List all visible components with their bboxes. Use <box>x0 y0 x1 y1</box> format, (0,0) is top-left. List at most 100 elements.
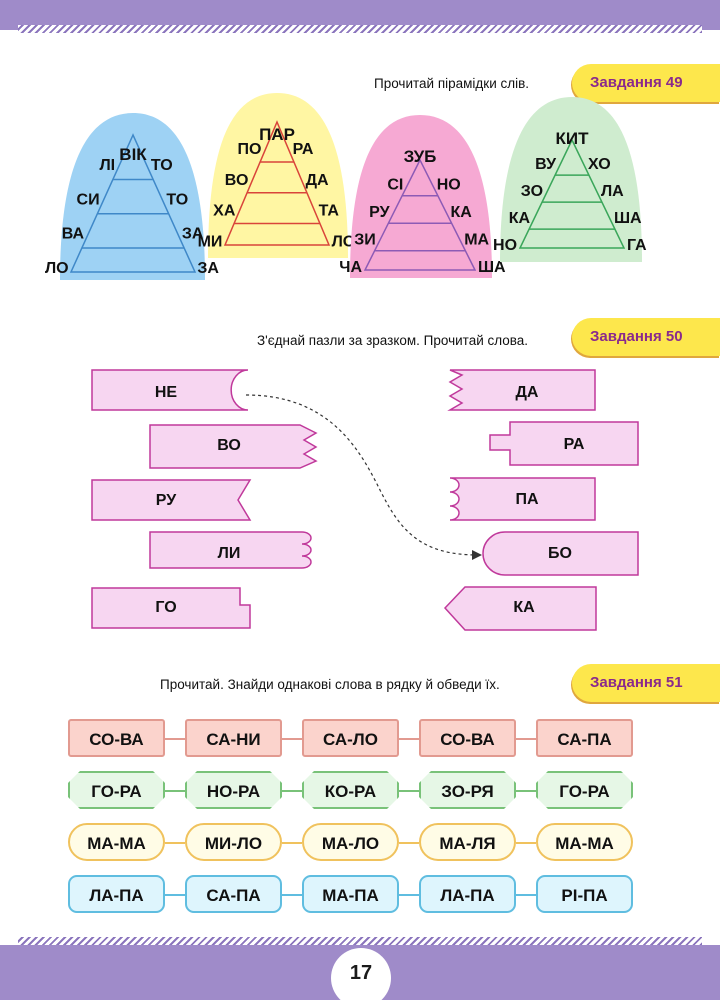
pyramid-4-triangle <box>518 138 626 249</box>
row-connector <box>282 894 302 896</box>
pyramid-3-top-word: ЗУБ <box>404 147 437 166</box>
pyramid-syllable-left: СІ <box>387 176 403 193</box>
puzzle-right-5-shape[interactable] <box>443 586 597 631</box>
puzzle-right-3-shape[interactable] <box>449 477 596 521</box>
puzzle-left-1-shape[interactable] <box>91 369 249 411</box>
pyramid-3-triangle <box>363 158 477 271</box>
row-connector <box>282 790 302 792</box>
page-number-circle <box>331 948 391 1008</box>
puzzle-left-1-label: НЕ <box>154 384 178 401</box>
pyramid-syllable-left: ЗО <box>521 183 543 200</box>
puzzle-left-5-label: ГО <box>155 599 177 616</box>
puzzle-area <box>91 369 639 631</box>
row-connector <box>165 790 185 792</box>
bottom-decor-stripe <box>18 937 702 945</box>
row-connector <box>165 894 185 896</box>
row-connector <box>516 894 536 896</box>
pyramid-syllable-right: НО <box>437 176 461 193</box>
pyramid-syllable-right: ГА <box>627 237 647 254</box>
sample-connection-arrow <box>472 550 482 560</box>
pyramid-syllable-right: ША <box>478 259 506 276</box>
pyramid-2-top-word: ПАР <box>259 125 295 144</box>
row-connector <box>399 842 419 844</box>
puzzle-left-3-shape[interactable] <box>91 479 252 521</box>
syllable-word[interactable]: СА-НИ <box>185 719 282 757</box>
syllable-word[interactable]: СА-ПА <box>536 719 633 757</box>
syllable-word[interactable]: МИ-ЛО <box>185 823 282 861</box>
pyramid-syllable-left: ПО <box>237 141 261 158</box>
syllable-word[interactable]: МА-ЛЯ <box>419 823 516 861</box>
row-connector <box>165 738 185 740</box>
puzzle-right-4-label: БО <box>548 545 572 562</box>
pyramid-syllable-right: МА <box>464 231 489 248</box>
row-connector <box>516 738 536 740</box>
pyramid-syllable-left: ЛІ <box>99 157 115 174</box>
puzzle-right-5-label: КА <box>513 599 535 616</box>
pyramid-syllable-right: ЛА <box>601 183 624 200</box>
pyramid-syllable-left: СИ <box>77 191 100 208</box>
syllable-word[interactable]: СА-ПА <box>185 875 282 913</box>
syllable-word[interactable]: ГО-РА <box>536 771 633 809</box>
syllable-word[interactable]: МА-МА <box>536 823 633 861</box>
puzzle-right-2-shape[interactable] <box>489 421 639 466</box>
puzzle-left-2-label: ВО <box>217 437 241 454</box>
syllable-word[interactable]: РІ-ПА <box>536 875 633 913</box>
puzzle-right-1-shape[interactable] <box>447 369 596 411</box>
pyramid-syllable-left: РУ <box>369 204 390 221</box>
pyramid-syllable-right: ЗА <box>182 226 204 243</box>
puzzle-left-2-shape[interactable] <box>149 424 318 469</box>
sample-connection-line <box>245 394 479 556</box>
syllable-word[interactable]: НО-РА <box>185 771 282 809</box>
pyramid-syllable-right: ЗА <box>197 260 219 277</box>
pyramid-2-mound <box>208 93 348 258</box>
row-connector <box>399 790 419 792</box>
pyramid-4-top-word: КИТ <box>556 129 590 148</box>
pyramid-syllable-left: НО <box>493 237 517 254</box>
pyramid-syllable-left: ВУ <box>535 156 557 173</box>
syllable-word[interactable]: МА-МА <box>68 823 165 861</box>
pyramid-1-top-word: ВІК <box>119 145 147 164</box>
row-connector <box>399 738 419 740</box>
pyramid-syllable-left: КА <box>509 210 531 227</box>
puzzle-right-2-label: РА <box>563 436 585 453</box>
pyramid-syllable-right: ТА <box>319 203 340 220</box>
top-decor-stripe <box>18 25 702 33</box>
row-connector <box>516 790 536 792</box>
puzzle-left-5-shape[interactable] <box>91 587 251 629</box>
puzzle-right-1-label: ДА <box>515 384 539 401</box>
puzzle-left-4-label: ЛИ <box>217 545 241 562</box>
pyramid-syllable-right: ХО <box>588 156 611 173</box>
pyramid-syllable-left: ЛО <box>45 260 69 277</box>
pyramid-syllable-right: ЛО <box>332 233 356 250</box>
task50-instruction: З'єднай пазли за зразком. Прочитай слова… <box>257 333 529 348</box>
syllable-word[interactable]: КО-РА <box>302 771 399 809</box>
puzzle-right-4-shape[interactable] <box>482 531 639 576</box>
task50-badge: Завдання 50 <box>572 318 720 356</box>
row-connector <box>282 842 302 844</box>
puzzle-left-3-label: РУ <box>155 492 177 509</box>
pyramid-1-triangle <box>69 133 197 273</box>
pyramid-syllable-left: ЧА <box>339 259 362 276</box>
pyramid-syllable-right: ТО <box>151 157 173 174</box>
syllable-word[interactable]: СО-ВА <box>68 719 165 757</box>
pyramid-4-mound <box>500 97 642 262</box>
pyramid-2-triangle <box>223 120 331 246</box>
syllable-word[interactable]: ГО-РА <box>68 771 165 809</box>
row-connector <box>516 842 536 844</box>
pyramid-syllable-left: ВО <box>225 172 249 189</box>
syllable-word[interactable]: ЗО-РЯ <box>419 771 516 809</box>
pyramid-syllable-left: МИ <box>198 233 223 250</box>
pyramid-syllable-left: ХА <box>213 203 236 220</box>
syllable-word[interactable]: ЛА-ПА <box>68 875 165 913</box>
syllable-word[interactable]: ЛА-ПА <box>419 875 516 913</box>
syllable-word[interactable]: СО-ВА <box>419 719 516 757</box>
syllable-word[interactable]: МА-ЛО <box>302 823 399 861</box>
task51-badge: Завдання 51 <box>572 664 720 702</box>
puzzle-left-4-shape[interactable] <box>149 531 312 569</box>
pyramid-syllable-right: КА <box>450 204 472 221</box>
syllable-word[interactable]: СА-ЛО <box>302 719 399 757</box>
syllable-word[interactable]: МА-ПА <box>302 875 399 913</box>
